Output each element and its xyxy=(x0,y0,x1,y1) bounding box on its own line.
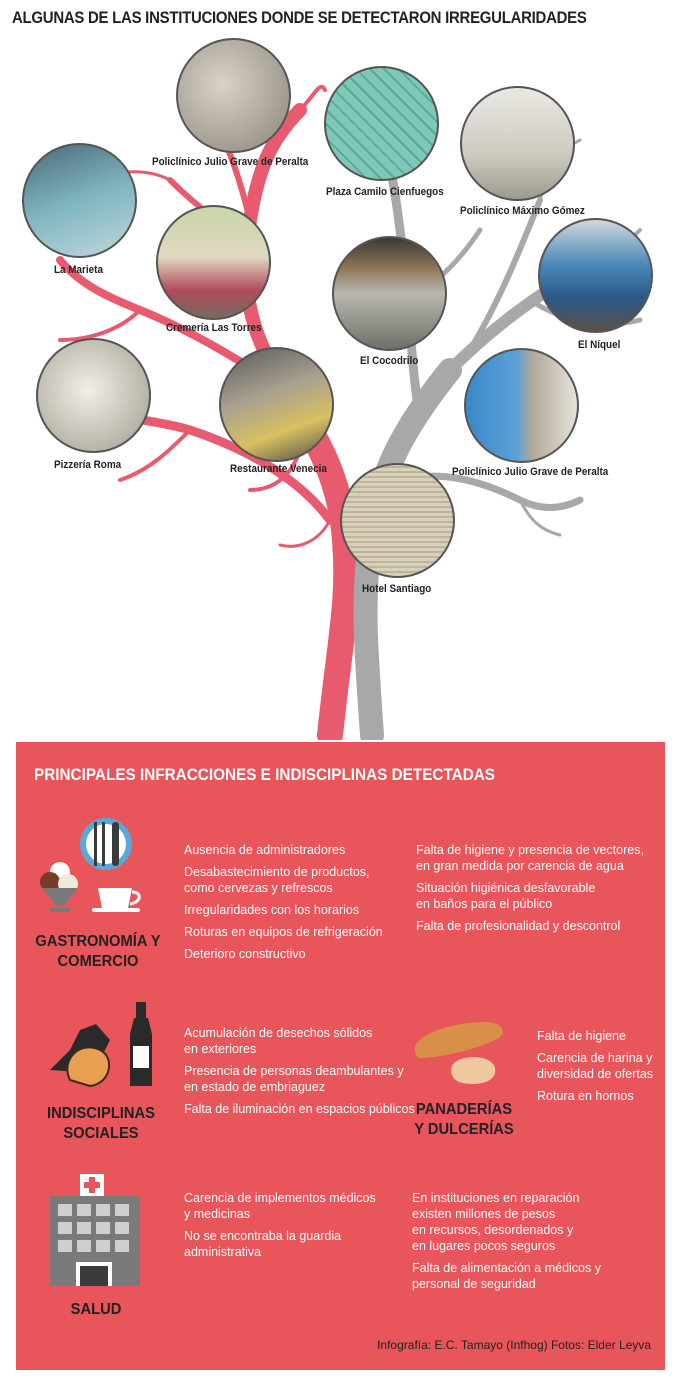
list-item: Presencia de personas deambulantes y en … xyxy=(184,1064,404,1094)
photo-la-marieta xyxy=(22,143,137,258)
list-item: Rotura en hornos xyxy=(537,1089,634,1103)
photo-label: Hotel Santiago xyxy=(362,583,432,595)
infractions-panel: PRINCIPALES INFRACCIONES E INDISCIPLINAS… xyxy=(16,742,665,1370)
list-item: Falta de iluminación en espacios público… xyxy=(184,1102,415,1116)
photo-policlinico-julio-grave-2 xyxy=(464,348,579,463)
panaderias-list: Falta de higiene Carencia de harina y di… xyxy=(537,1028,662,1110)
category-panaderias: PANADERÍAS Y DULCERÍAS xyxy=(409,1100,519,1140)
photo-label: La Marieta xyxy=(54,264,103,276)
category-label-line: PANADERÍAS xyxy=(415,1101,513,1118)
category-label-line: SOCIALES xyxy=(63,1125,139,1142)
list-item: Falta de profesionalidad y descontrol xyxy=(416,919,621,933)
photo-label: Restaurante Venecia xyxy=(230,463,327,475)
social-indiscipline-icon xyxy=(50,1002,152,1088)
list-item: Acumulación de desechos sólidos en exter… xyxy=(184,1026,373,1056)
photo-cremeria-las-torres xyxy=(156,205,271,320)
photo-label: Cremería Las Torres xyxy=(166,322,262,334)
credits: Infografía: E.C. Tamayo (Infhog) Fotos: … xyxy=(377,1338,651,1352)
list-item: Ausencia de administradores xyxy=(184,843,346,857)
category-salud: SALUD xyxy=(59,1300,133,1320)
photo-hotel-santiago xyxy=(340,463,455,578)
list-item: Situación higiénica desfavorable en baño… xyxy=(416,881,596,911)
panel-title: PRINCIPALES INFRACCIONES E INDISCIPLINAS… xyxy=(34,765,496,784)
photo-policlinico-maximo-gomez xyxy=(460,86,575,201)
indisciplinas-list: Acumulación de desechos sólidos en exter… xyxy=(184,1025,419,1123)
bread-icon xyxy=(414,1021,503,1084)
photo-label: El Cocodrilo xyxy=(360,355,419,367)
list-item: Desabastecimiento de productos, como cer… xyxy=(184,865,370,895)
gastronomia-right-list: Falta de higiene y presencia de vectores… xyxy=(416,842,661,940)
photo-plaza-camilo-cienfuegos xyxy=(324,66,439,181)
category-indisciplinas: INDISCIPLINAS SOCIALES xyxy=(32,1104,170,1144)
gastronomia-left-list: Ausencia de administradores Desabastecim… xyxy=(184,842,404,968)
salud-left-list: Carencia de implementos médicos y medici… xyxy=(184,1190,399,1266)
photo-label: Plaza Camilo Cienfuegos xyxy=(326,186,444,198)
photo-el-niquel xyxy=(538,218,653,333)
hospital-icon xyxy=(50,1174,140,1286)
category-label-line: INDISCIPLINAS xyxy=(47,1105,155,1122)
page-title: ALGUNAS DE LAS INSTITUCIONES DONDE SE DE… xyxy=(12,8,587,27)
photo-label: Policlínico Julio Grave de Peralta xyxy=(452,466,609,478)
list-item: Roturas en equipos de refrigeración xyxy=(184,925,383,939)
list-item: Falta de alimentación a médicos y person… xyxy=(412,1261,601,1291)
category-label-line: COMERCIO xyxy=(57,953,139,970)
list-item: Falta de higiene y presencia de vectores… xyxy=(416,843,644,873)
photo-label: Pizzería Roma xyxy=(54,459,122,471)
category-gastronomia: GASTRONOMÍA Y COMERCIO xyxy=(34,932,163,972)
list-item: En instituciones en reparación existen m… xyxy=(412,1191,580,1253)
gastronomy-icon xyxy=(40,818,141,912)
photo-policlinico-julio-grave-1 xyxy=(176,38,291,153)
list-item: Irregularidades con los horarios xyxy=(184,903,360,917)
photo-label: El Níquel xyxy=(578,339,621,351)
category-label-line: SALUD xyxy=(70,1301,122,1318)
category-label-line: Y DULCERÍAS xyxy=(414,1121,514,1138)
photo-label: Policlínico Julio Grave de Peralta xyxy=(152,156,309,168)
list-item: Deterioro constructivo xyxy=(184,947,306,961)
list-item: No se encontraba la guardia administrati… xyxy=(184,1229,342,1259)
list-item: Falta de higiene xyxy=(537,1029,626,1043)
photo-label: Policlínico Máximo Gómez xyxy=(460,205,585,217)
photo-el-cocodrilo xyxy=(332,236,447,351)
category-label-line: GASTRONOMÍA Y xyxy=(35,933,161,950)
salud-right-list: En instituciones en reparación existen m… xyxy=(412,1190,657,1298)
photo-pizzeria-roma xyxy=(36,338,151,453)
photo-restaurante-venecia xyxy=(219,347,334,462)
list-item: Carencia de implementos médicos y medici… xyxy=(184,1191,376,1221)
list-item: Carencia de harina y diversidad de ofert… xyxy=(537,1051,654,1081)
